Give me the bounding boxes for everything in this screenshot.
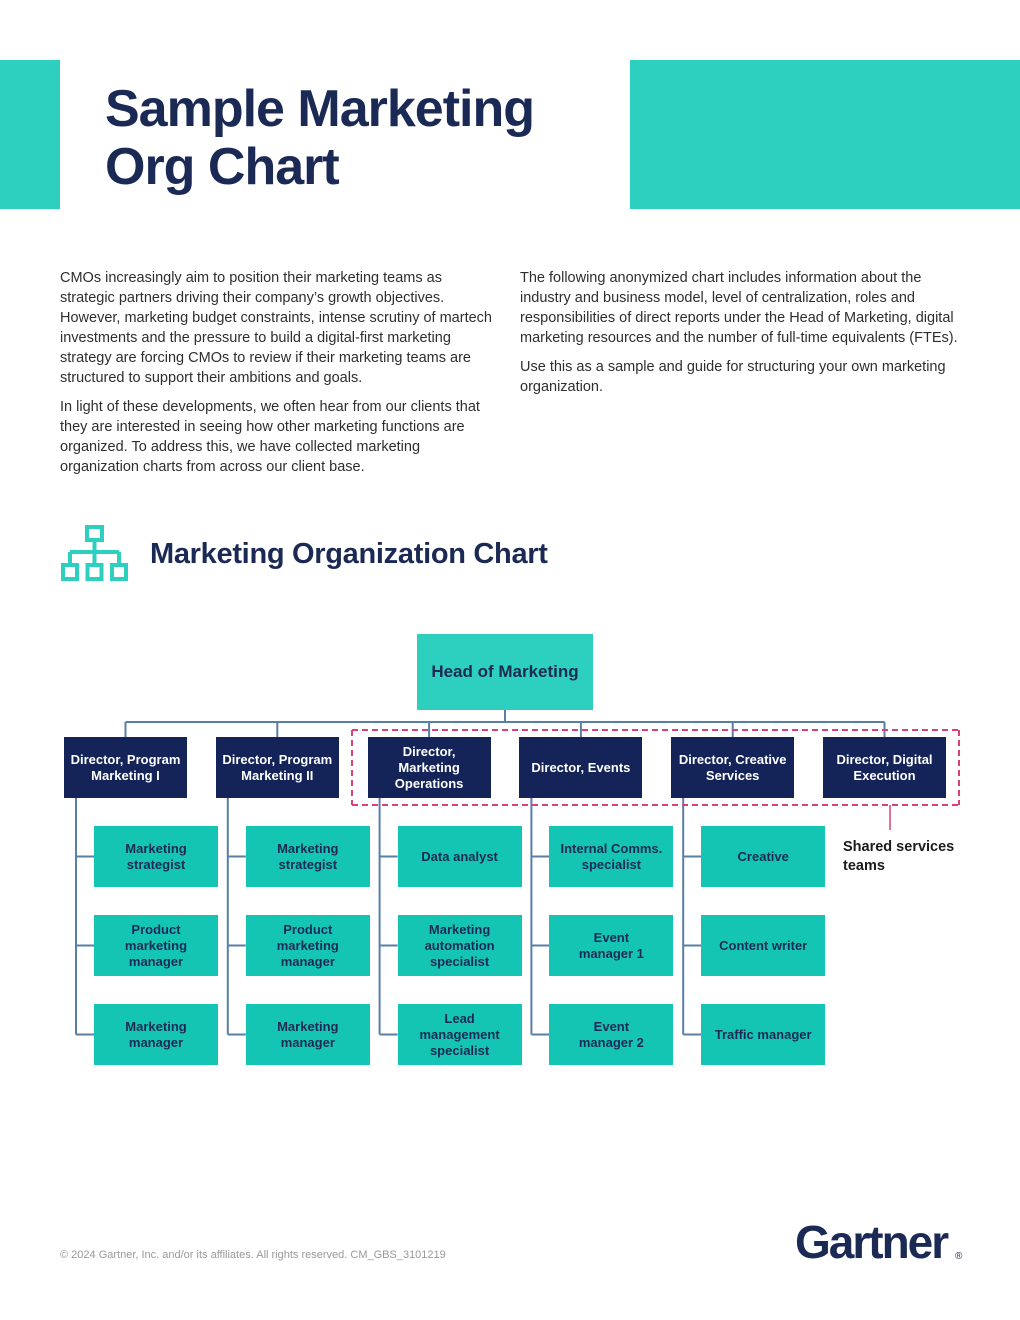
page-title: Sample Marketing Org Chart bbox=[105, 80, 535, 196]
intro-paragraph: The following anonymized chart includes … bbox=[520, 270, 958, 346]
report-box: Product marketing manager bbox=[245, 915, 370, 976]
director-box: Director, Creative Services bbox=[671, 737, 795, 798]
footer-copyright: © 2024 Gartner, Inc. and/or its affiliat… bbox=[60, 1249, 446, 1261]
report-box: Creative bbox=[701, 826, 826, 887]
org-chart-connectors bbox=[75, 710, 960, 1036]
intro-paragraph: CMOs increasingly aim to position their … bbox=[60, 270, 492, 386]
shared-services-label: Shared services teams bbox=[843, 839, 955, 874]
report-box: Lead management specialist bbox=[397, 1004, 522, 1065]
director-box: Director, Program Marketing I bbox=[64, 737, 187, 798]
report-box: Product marketing manager bbox=[94, 915, 218, 976]
director-box: Director, Program Marketing II bbox=[215, 737, 339, 798]
head-of-marketing-box: Head of Marketing bbox=[417, 634, 593, 710]
section-title: Marketing Organization Chart bbox=[150, 538, 548, 570]
report-box: Data analyst bbox=[397, 826, 522, 887]
report-box: Event manager 2 bbox=[549, 1004, 674, 1065]
report-box: Traffic manager bbox=[701, 1004, 826, 1065]
report-box: Marketing manager bbox=[94, 1004, 218, 1065]
intro-left-column: CMOs increasingly aim to position their … bbox=[60, 268, 500, 486]
svg-text:Gartner: Gartner bbox=[795, 1216, 949, 1266]
report-box: Marketing automation specialist bbox=[397, 915, 522, 976]
director-box: Director, Digital Execution bbox=[823, 737, 946, 798]
report-box: Marketing strategist bbox=[245, 826, 370, 887]
report-box: Internal Comms. specialist bbox=[549, 826, 674, 887]
director-box: Director, Marketing Operations bbox=[367, 737, 491, 798]
report-box: Marketing manager bbox=[245, 1004, 370, 1065]
intro-paragraph: Use this as a sample and guide for struc… bbox=[520, 359, 946, 395]
header-band-left bbox=[0, 60, 60, 209]
report-box: Content writer bbox=[701, 915, 826, 976]
intro-paragraph: In light of these developments, we often… bbox=[60, 399, 480, 475]
header-band-right bbox=[630, 60, 1020, 209]
svg-text:®: ® bbox=[955, 1251, 963, 1262]
org-chart-icon bbox=[61, 525, 128, 581]
gartner-logo: Gartner ® bbox=[795, 1216, 963, 1266]
report-box: Event manager 1 bbox=[549, 915, 674, 976]
intro-right-column: The following anonymized chart includes … bbox=[520, 268, 960, 406]
director-box: Director, Events bbox=[519, 737, 643, 798]
report-box: Marketing strategist bbox=[94, 826, 218, 887]
